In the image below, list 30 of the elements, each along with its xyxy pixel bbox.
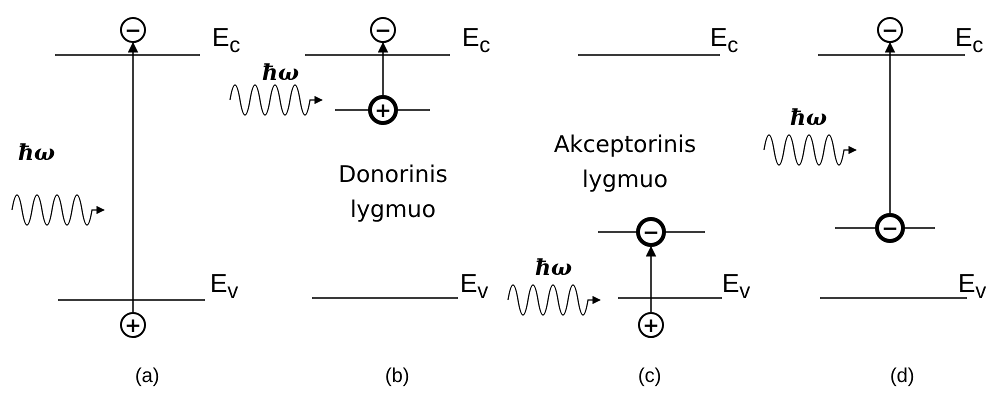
photon-energy-label: ħω — [535, 255, 572, 281]
charge-circle-bold: − — [875, 213, 905, 243]
transition-arrow — [884, 42, 896, 213]
transition-arrow — [646, 246, 656, 312]
charge-circle: − — [370, 17, 396, 43]
transition-arrow — [378, 42, 388, 95]
transition-arrow — [128, 42, 138, 312]
photon-energy-label: ħω — [262, 60, 299, 86]
panel-caption: (a) — [135, 365, 160, 388]
band-edge-label: E$_{v}$ — [722, 268, 750, 304]
panel-caption: (b) — [385, 365, 410, 388]
band-edge-label: E$_{c}$ — [462, 22, 490, 58]
band-edge-label: E$_{c}$ — [710, 22, 738, 58]
charge-circle-bold: − — [636, 217, 666, 247]
charge-circle: − — [877, 17, 903, 43]
level-label: Donorinis lygmuo — [337, 161, 449, 225]
level-label: Akceptorinis lygmuo — [552, 131, 698, 195]
charge-circle: + — [120, 312, 146, 338]
band-edge-label: E$_{v}$ — [460, 268, 488, 304]
band-edge-label: E$_{c}$ — [955, 22, 984, 58]
charge-circle-bold: + — [368, 95, 398, 125]
band-edge-label: E$_{v}$ — [210, 268, 238, 304]
photon-energy-label: ħω — [790, 105, 827, 131]
charge-circle: − — [120, 17, 146, 43]
charge-circle: + — [638, 312, 664, 338]
panel-caption: (d) — [890, 365, 914, 388]
band-edge-label: E$_{v}$ — [958, 268, 986, 304]
band-edge-label: E$_{c}$ — [212, 22, 240, 58]
photon-energy-label: ħω — [18, 140, 55, 166]
panel-caption: (c) — [638, 365, 662, 388]
